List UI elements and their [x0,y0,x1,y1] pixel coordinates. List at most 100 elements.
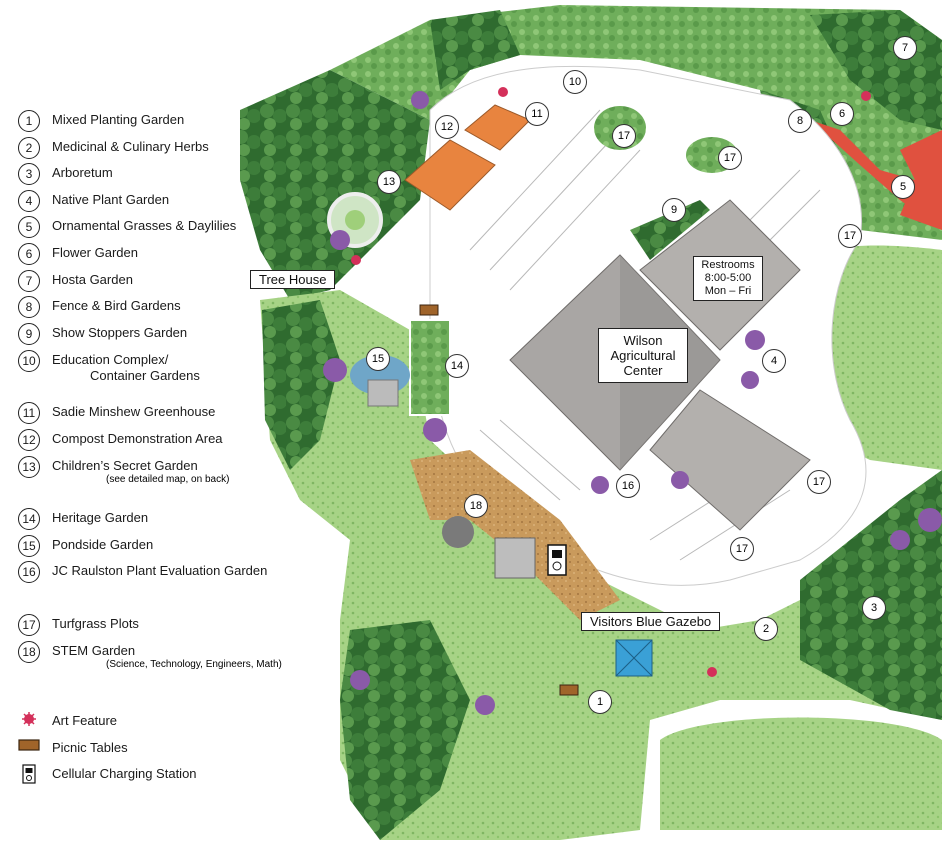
legend-label: STEM Garden [52,643,136,658]
map-marker-4[interactable]: 4 [762,349,786,373]
legend-label: Show Stoppers Garden [52,325,188,340]
map-marker-5[interactable]: 5 [891,175,915,199]
legend-symbol-picnic: Picnic Tables [18,738,128,756]
legend-label: Heritage Garden [52,510,149,525]
map-marker-16[interactable]: 16 [616,474,640,498]
picnic-table-icon [18,738,40,752]
legend-symbol-charging: Cellular Charging Station [18,764,197,784]
heritage-beds [409,319,451,416]
map-marker-8[interactable]: 8 [788,109,812,133]
map-marker-13[interactable]: 13 [377,170,401,194]
legend-number: 7 [18,270,40,292]
map-marker-12[interactable]: 12 [435,115,459,139]
north-tree-band [430,10,520,90]
legend-label: Compost Demonstration Area [52,431,223,446]
cell-charging-icon [547,544,567,576]
stem-shed [494,537,536,579]
picnic-table-icon [419,304,439,316]
legend-label-line1: Education Complex/ [52,352,169,367]
legend-number: 13 [18,456,40,478]
restrooms-title: Restrooms [701,259,755,271]
legend-label: Pondside Garden [52,537,154,552]
legend-item: 15 Pondside Garden [18,535,153,557]
map-marker-17a[interactable]: 17 [612,124,636,148]
legend-item: 6 Flower Garden [18,243,138,265]
art-feature-icon [351,87,871,677]
gazebo-label: Visitors Blue Gazebo [581,612,721,631]
legend-sub-row: (Science, Technology, Engineers, Math) [18,659,338,671]
stem-circle [442,516,474,548]
legend-number: 12 [18,429,40,451]
island-9 [630,200,710,260]
map-marker-14[interactable]: 14 [445,354,469,378]
map-marker-17c[interactable]: 17 [838,224,862,248]
legend-number: 11 [18,402,40,424]
legend-label: Education Complex/Container Gardens [52,350,200,384]
map-marker-17b[interactable]: 17 [718,146,742,170]
legend-sublabel: (Science, Technology, Engineers, Math) [106,659,282,670]
wilson-line1: Wilson [623,333,663,348]
map-marker-11[interactable]: 11 [525,102,549,126]
legend-label: Flower Garden [52,245,138,260]
legend-item: 3 Arboretum [18,163,113,185]
legend-number: 1 [18,110,40,132]
legend-number: 10 [18,350,40,372]
legend-label: Turfgrass Plots [52,616,139,631]
legend-number: 16 [18,561,40,583]
legend-number: 15 [18,535,40,557]
legend-number: 18 [18,641,40,663]
map-marker-17d[interactable]: 17 [807,470,831,494]
legend-sublabel: (see detailed map, on back) [106,474,230,485]
legend-label: Hosta Garden [52,272,133,287]
legend-symbol-label: Picnic Tables [52,740,128,755]
legend-number: 9 [18,323,40,345]
wilson-line3: Center [623,363,663,378]
restrooms-label: Restrooms 8:00-5:00 Mon – Fri [693,256,763,301]
map-marker-2[interactable]: 2 [754,617,778,641]
legend-symbol-label: Cellular Charging Station [52,766,197,781]
map-marker-1[interactable]: 1 [588,690,612,714]
legend-item: 12 Compost Demonstration Area [18,429,223,451]
map-marker-3[interactable]: 3 [862,596,886,620]
legend-item: 17 Turfgrass Plots [18,614,139,636]
west-trees [262,300,340,470]
map-marker-9[interactable]: 9 [662,198,686,222]
map-marker-6[interactable]: 6 [830,102,854,126]
tree-house-label: Tree House [250,270,336,289]
legend-item: 16 JC Raulston Plant Evaluation Garden [18,561,267,583]
legend-number: 3 [18,163,40,185]
stem-garden-mulch [410,450,620,620]
legend-item: 14 Heritage Garden [18,508,148,530]
map-marker-15[interactable]: 15 [366,347,390,371]
legend-label: Arboretum [52,165,113,180]
restrooms-hours: 8:00-5:00 [704,272,752,284]
legend-label: Medicinal & Culinary Herbs [52,139,209,154]
legend-item: 9 Show Stoppers Garden [18,323,187,345]
flower-bed-2 [900,130,942,230]
map-marker-7[interactable]: 7 [893,36,917,60]
art-feature-icon [18,711,40,727]
legend-number: 14 [18,508,40,530]
legend-number: 8 [18,296,40,318]
legend-item: 10 Education Complex/Container Gardens [18,350,200,384]
legend-number: 4 [18,190,40,212]
pond-shelter [367,379,399,407]
southwest-trees [340,620,470,840]
map-marker-18[interactable]: 18 [464,494,488,518]
wilson-building-se [649,389,811,531]
legend-label: Children’s Secret Garden [52,456,198,474]
legend-number: 17 [18,614,40,636]
picnic-table-icon-2 [559,684,579,696]
legend-label: JC Raulston Plant Evaluation Garden [52,563,268,578]
legend-label-line2: Container Gardens [90,368,200,383]
map-marker-17e[interactable]: 17 [730,537,754,561]
legend-number: 6 [18,243,40,265]
legend-sub-row: (see detailed map, on back) [18,474,318,486]
map-marker-10[interactable]: 10 [563,70,587,94]
